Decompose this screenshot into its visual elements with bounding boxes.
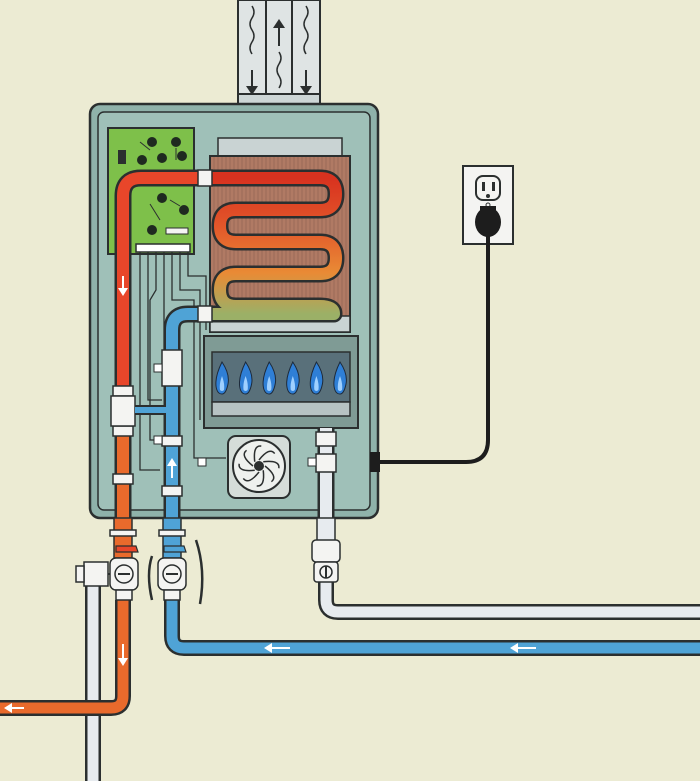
valve-icon: [75, 545, 139, 601]
arrow-icon: [118, 644, 128, 666]
plug-icon: [475, 206, 501, 237]
arrow-icon: [118, 276, 128, 296]
gas-line: [318, 560, 700, 620]
flame-core: [314, 376, 319, 391]
arrow-icon: [167, 458, 177, 478]
flame-core: [290, 376, 296, 391]
burner-flames: [215, 361, 347, 395]
arrow-icon: [273, 19, 285, 46]
valve-icon: [311, 539, 341, 583]
power-cord: [376, 232, 490, 464]
cold-water-internal-pipe: [135, 305, 208, 520]
hot-water-internal-pipe: [110, 169, 208, 520]
arrow-icon: [4, 703, 24, 713]
flame-core: [337, 376, 343, 391]
arrow-icon: [264, 643, 290, 653]
fan-blades: [238, 445, 280, 487]
fan-blade: [264, 465, 275, 483]
arrow-icon: [246, 70, 258, 95]
fan-blade: [256, 470, 265, 487]
heat-exchanger: [197, 137, 351, 333]
fan-blade: [263, 460, 280, 469]
fan-icon: [227, 435, 291, 499]
flame-core: [243, 376, 248, 391]
flame-core: [219, 376, 225, 391]
hot-water-outlet-pipe: [0, 600, 131, 716]
fan-blade: [238, 463, 255, 472]
fan-blade: [253, 445, 262, 462]
heating-coil: [208, 169, 345, 323]
gas-internal-pipe: [197, 428, 337, 520]
arrow-icon: [510, 643, 536, 653]
bottom-connectors: [109, 517, 336, 559]
flame-core: [266, 376, 272, 391]
valve-icon: [147, 539, 204, 605]
fan-blade: [258, 450, 276, 461]
cold-water-inlet-pipe: [164, 600, 700, 656]
fan-blade: [243, 449, 254, 467]
fan-blade: [242, 471, 260, 482]
arrow-icon: [300, 70, 312, 95]
burner-chamber: [203, 335, 359, 429]
exhaust-vent: [237, 0, 321, 107]
